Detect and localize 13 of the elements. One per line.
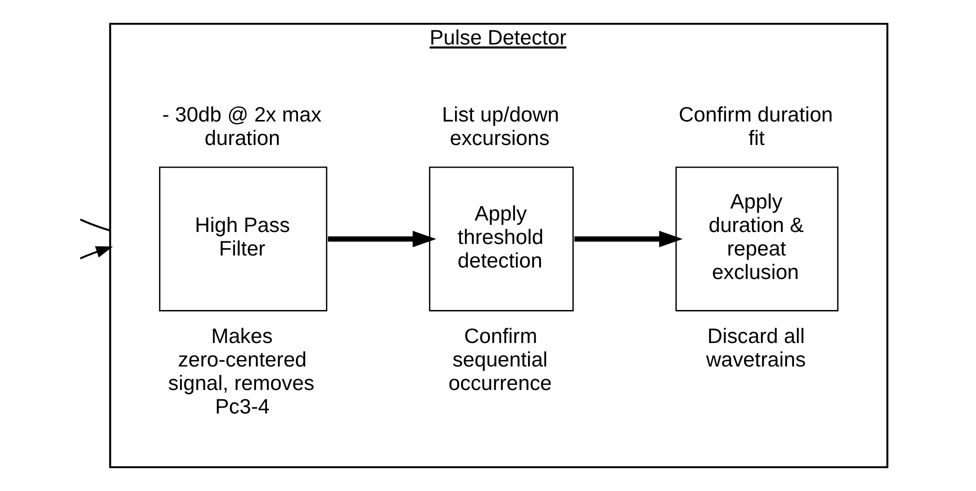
- node-box: High Pass Filter: [158, 166, 327, 312]
- arrow: [574, 230, 682, 248]
- node-label: Confirm sequential occurrence: [448, 325, 552, 395]
- connector: [79, 218, 110, 232]
- node-label: Makes zero-centered signal, removes Pc3-4: [168, 325, 314, 418]
- node-label: List up/down excursions: [442, 103, 559, 150]
- node-label: Discard all wavetrains: [706, 325, 806, 372]
- node-box: Apply duration & repeat exclusion: [674, 166, 838, 312]
- arrow: [327, 230, 436, 248]
- arrow: [79, 246, 112, 260]
- node-box: Apply threshold detection: [428, 166, 574, 312]
- node-label: - 30db @ 2x max duration: [162, 103, 321, 150]
- node-label: Confirm duration fit: [678, 103, 832, 150]
